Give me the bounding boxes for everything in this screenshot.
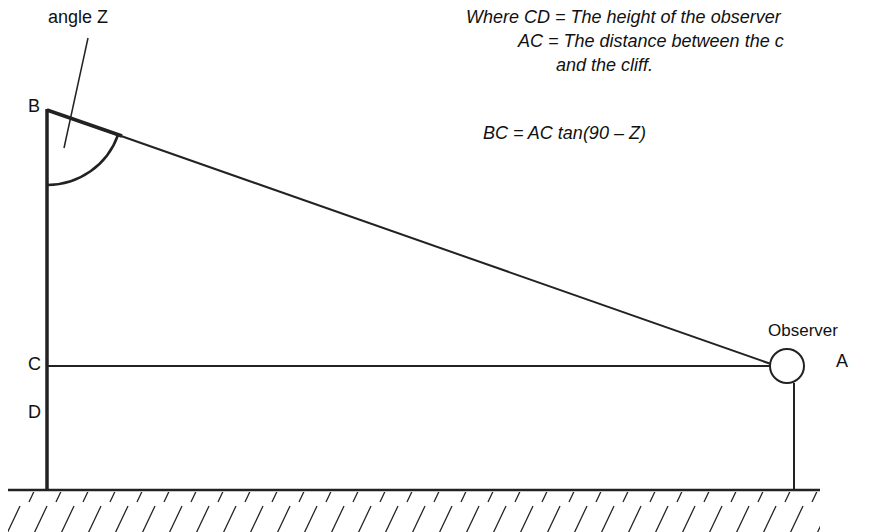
observer-label: Observer [768,322,838,341]
point-label: D [28,403,41,423]
ground-line [8,489,820,492]
leader-line [64,38,88,148]
note-text: Where CD = The height of the observer [466,8,781,28]
cliff-line [45,109,49,490]
observer-head [770,349,804,383]
sight-line [47,110,771,364]
horizontal-line [47,365,770,367]
point-label: A [836,352,848,372]
point-label: B [28,97,40,117]
formula-text: BC = AC tan(90 – Z) [483,124,646,144]
observer-pole [793,383,795,490]
note-text: AC = The distance between the c [518,32,784,52]
ground-hatching [8,492,820,532]
note-text: and the cliff. [556,56,653,76]
angle-arc [47,135,118,185]
point-label: C [28,355,41,375]
sight-line-start [47,110,122,136]
angle-label: angle Z [48,8,108,28]
